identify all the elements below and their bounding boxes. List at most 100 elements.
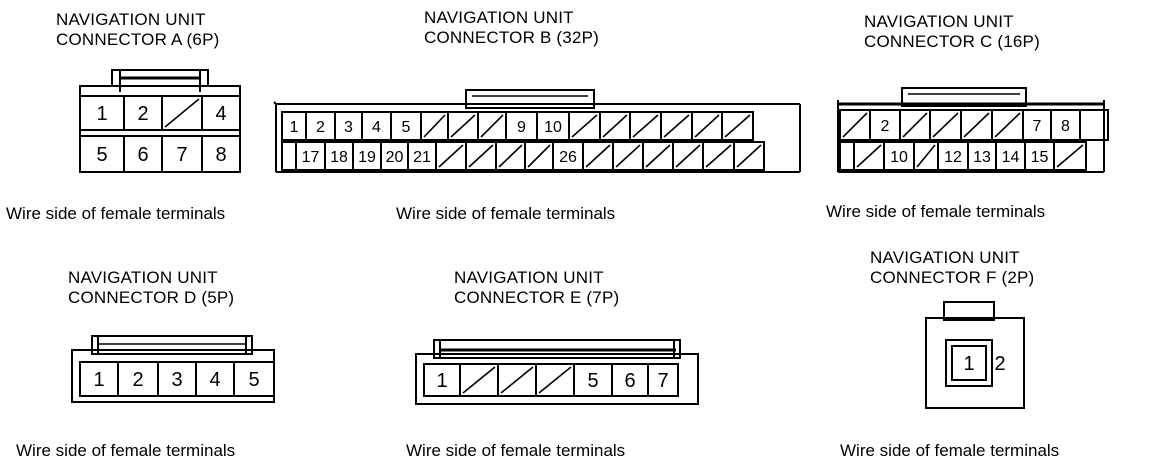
terminal-number: 5: [587, 370, 598, 392]
connector-lock-tab: [943, 301, 995, 321]
terminal-number: 5: [248, 369, 259, 391]
connector-lock-tab: [91, 335, 253, 355]
empty-terminal-slash: [916, 144, 936, 168]
empty-terminal-slash: [705, 144, 732, 168]
connector-e-title-line1: NAVIGATION UNIT: [454, 268, 604, 287]
terminal-number: 1: [963, 353, 974, 375]
connector-a: 1 2 4 5 6 7 8: [79, 69, 241, 173]
connector-f-caption: Wire side of female terminals: [840, 441, 1060, 460]
empty-terminal-slash: [500, 366, 534, 394]
terminal-cell: [647, 363, 679, 397]
connector-d-title-line2: CONNECTOR D (5P): [68, 288, 235, 307]
empty-terminal-slash: [602, 114, 628, 138]
empty-terminal-slash: [468, 144, 494, 168]
empty-terminal-slash: [994, 112, 1021, 138]
empty-terminal-slash: [615, 144, 641, 168]
connector-c-title-line1: NAVIGATION UNIT: [864, 12, 1014, 31]
terminal-number: 7: [1033, 118, 1042, 135]
empty-terminal-slash: [1056, 144, 1084, 168]
connector-e-title: NAVIGATION UNIT CONNECTOR E (7P): [454, 268, 619, 308]
terminal-number: 2: [994, 353, 1005, 375]
empty-terminal-slash: [963, 112, 990, 138]
terminal-cell: [233, 361, 275, 397]
terminal-number: 1: [96, 103, 107, 125]
terminal-cell: [281, 141, 297, 171]
empty-terminal-slash: [694, 114, 720, 138]
connector-lock-tab: [465, 89, 595, 109]
empty-terminal-slash: [538, 366, 572, 394]
empty-terminal-slash: [164, 98, 200, 128]
terminal-cell: [201, 135, 241, 173]
empty-terminal-slash: [632, 114, 659, 138]
terminal-number: 4: [209, 369, 220, 391]
empty-terminal-slash: [450, 114, 476, 138]
connector-lock-tab: [901, 87, 1027, 107]
connector-a-title: NAVIGATION UNIT CONNECTOR A (6P): [56, 10, 219, 50]
terminal-number: 3: [344, 119, 353, 136]
connector-c-caption: Wire side of female terminals: [826, 202, 1046, 221]
terminal-number: 4: [215, 103, 226, 125]
empty-terminal-slash: [736, 144, 762, 168]
terminal-number: 6: [137, 144, 148, 166]
empty-terminal-slash: [663, 114, 690, 138]
terminal-number: 8: [215, 144, 226, 166]
empty-terminal-slash: [498, 144, 523, 168]
connector-f-title-line2: CONNECTOR F (2P): [870, 268, 1035, 287]
terminal-number: 1: [290, 119, 299, 136]
terminal-number: 17: [302, 149, 320, 166]
connector-a-title-line2: CONNECTOR A (6P): [56, 30, 220, 49]
empty-terminal-slash: [856, 144, 882, 168]
empty-terminal-slash: [645, 144, 671, 168]
empty-terminal-slash: [527, 144, 551, 168]
connector-e-caption: Wire side of female terminals: [406, 441, 626, 460]
empty-terminal-slash: [675, 144, 701, 168]
terminal-cell: [1053, 141, 1087, 171]
terminal-cell: [733, 141, 765, 171]
connector-b-title: NAVIGATION UNIT CONNECTOR B (32P): [424, 8, 599, 48]
connector-b-title-line2: CONNECTOR B (32P): [424, 28, 600, 47]
terminal-cell: [839, 141, 855, 171]
terminal-number: 7: [657, 370, 668, 392]
connector-e-title-line2: CONNECTOR E (7P): [454, 288, 620, 307]
terminal-number: 9: [517, 119, 526, 136]
terminal-number: 21: [413, 149, 431, 166]
terminal-cell: [721, 111, 754, 141]
empty-terminal-slash: [480, 114, 504, 138]
terminal-number: 12: [944, 149, 962, 166]
terminal-cell: [201, 95, 241, 131]
empty-terminal-slash: [724, 114, 751, 138]
terminal-number: 10: [544, 119, 562, 136]
empty-terminal-slash: [902, 112, 928, 138]
connector-body: [415, 353, 699, 405]
terminal-number: 2: [132, 369, 143, 391]
terminal-number: 7: [176, 144, 187, 166]
empty-terminal-slash: [423, 114, 446, 138]
terminal-cavity: [945, 339, 993, 387]
terminal-number: 3: [171, 369, 182, 391]
connector-a-caption: Wire side of female terminals: [6, 204, 226, 223]
terminal-number: 5: [402, 119, 411, 136]
empty-terminal-slash: [932, 112, 959, 138]
empty-terminal-slash: [462, 366, 496, 394]
terminal-number: 2: [137, 103, 148, 125]
terminal-number: 14: [1002, 149, 1020, 166]
terminal-number: 6: [624, 370, 635, 392]
terminal-number: 2: [316, 119, 325, 136]
terminal-cell: [951, 345, 987, 381]
terminal-number: 15: [1031, 149, 1049, 166]
terminal-cell: [1079, 109, 1109, 141]
connector-b-title-line1: NAVIGATION UNIT: [424, 8, 574, 27]
terminal-number: 5: [96, 144, 107, 166]
empty-terminal-slash: [585, 144, 611, 168]
connector-body: [925, 317, 1025, 409]
terminal-number: 2: [881, 118, 890, 135]
connector-d-title: NAVIGATION UNIT CONNECTOR D (5P): [68, 268, 234, 308]
terminal-number: 1: [436, 370, 447, 392]
connector-c-title: NAVIGATION UNIT CONNECTOR C (16P): [864, 12, 1040, 52]
